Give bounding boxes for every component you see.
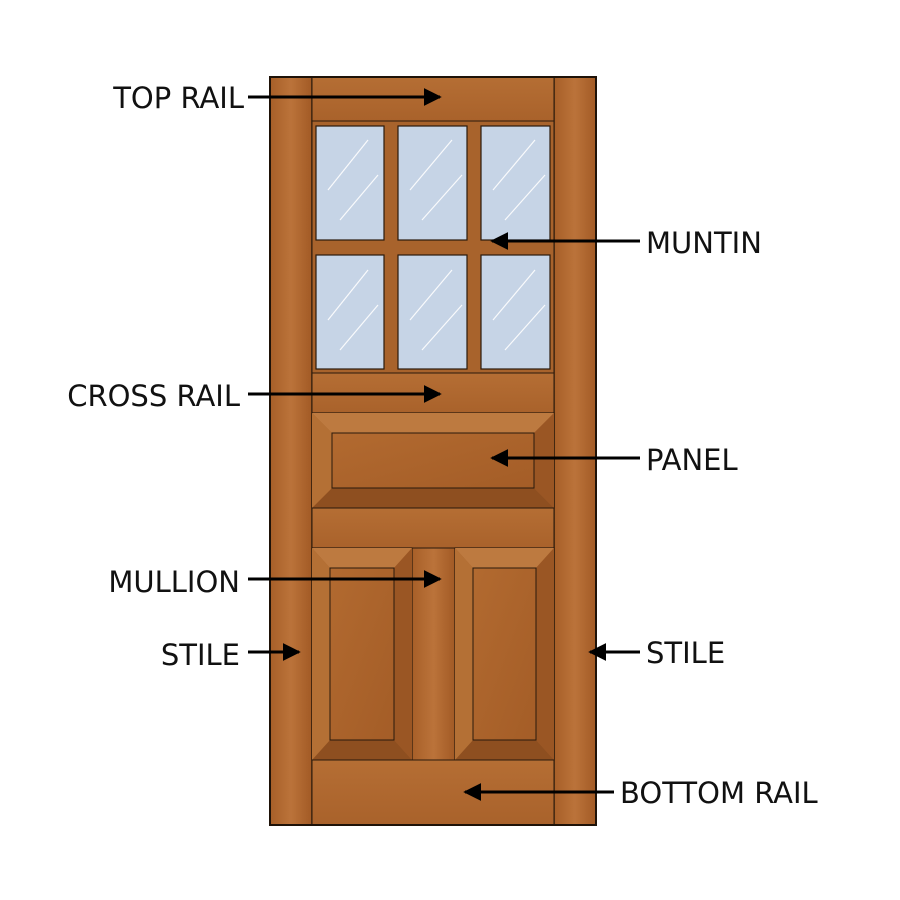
label-top-rail: TOP RAIL	[112, 81, 244, 115]
glass-lite	[397, 125, 468, 241]
glass-lites	[315, 125, 551, 370]
glass-lite	[315, 254, 385, 370]
top-rail	[311, 76, 555, 122]
glass-lite	[315, 125, 385, 241]
glass-lite	[480, 125, 551, 241]
glass-glints	[327, 139, 546, 351]
glass-lite	[480, 254, 551, 370]
labels: TOP RAIL MUNTIN CROSS RAIL PANEL MULLION…	[67, 81, 818, 810]
right-stile	[553, 76, 597, 826]
glass-lite	[397, 254, 468, 370]
left-stile	[269, 76, 313, 826]
door-outline	[269, 76, 597, 826]
door	[269, 76, 597, 826]
label-muntin: MUNTIN	[646, 226, 762, 260]
label-panel: PANEL	[646, 443, 738, 477]
label-bottom-rail: BOTTOM RAIL	[620, 776, 818, 810]
label-mullion: MULLION	[108, 565, 240, 599]
label-stile-left: STILE	[161, 638, 240, 672]
label-stile-right: STILE	[646, 636, 725, 670]
pointer-arrows	[248, 88, 640, 801]
lock-rail	[311, 507, 555, 549]
label-cross-rail: CROSS RAIL	[67, 379, 240, 413]
lower-left-panel	[311, 547, 413, 761]
lower-right-panel	[454, 547, 555, 761]
upper-panel	[311, 412, 555, 509]
